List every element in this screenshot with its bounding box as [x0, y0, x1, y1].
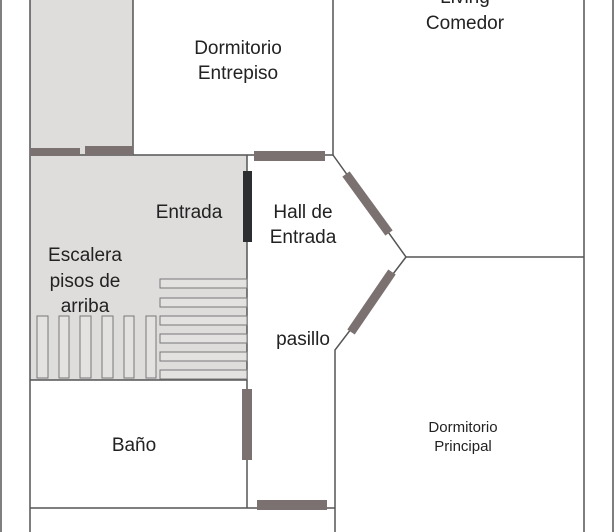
room-label-pisos-de: pisos de: [50, 271, 121, 292]
room-label-dormitorio-entrepiso: Dormitorio: [194, 38, 282, 59]
shaded-area-upper: [30, 0, 133, 155]
room-label-arriba: arriba: [61, 296, 110, 317]
room-label-hall: Hall de: [273, 202, 332, 223]
door: [85, 146, 133, 155]
room-label-escalera: Escalera: [48, 245, 122, 266]
room-label-dormitorio-principal: Dormitorio: [428, 419, 497, 436]
room-label-pasillo: pasillo: [276, 329, 330, 350]
door-dormitorio-entrepiso: [254, 151, 325, 161]
door-bano: [242, 389, 252, 460]
room-label-entrepiso: Entrepiso: [198, 63, 278, 84]
room-label-living: Living: [440, 0, 490, 8]
room-label-comedor: Comedor: [426, 13, 505, 34]
room-label-bano: Baño: [112, 435, 156, 456]
room-label-entrada: Entrada: [156, 202, 223, 223]
door-lower: [257, 500, 327, 510]
stairs: [36, 278, 248, 380]
room-label-hall-entrada: Entrada: [270, 227, 337, 248]
door-dormitorio-principal: [347, 269, 396, 335]
doors: [30, 146, 396, 510]
door-living: [342, 171, 393, 236]
room-label-principal: Principal: [434, 438, 492, 455]
door: [30, 148, 80, 156]
entrance-door: [243, 171, 252, 242]
